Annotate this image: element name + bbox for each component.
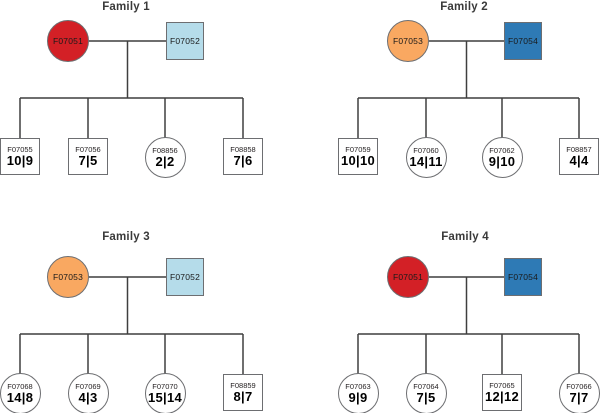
family-title: Family 4 — [441, 231, 489, 243]
individual-id-label: F08857 — [566, 144, 592, 154]
mother-node: F07053 — [47, 256, 89, 298]
marker-values-label: 10|10 — [340, 152, 376, 168]
individual-id-label: F07056 — [75, 144, 101, 154]
individual-id-label: F07052 — [169, 271, 201, 282]
marker-values-label: 2|2 — [155, 153, 175, 169]
family-title: Family 1 — [102, 1, 150, 13]
mother-node: F07051 — [387, 256, 429, 298]
individual-id-label: F07055 — [7, 144, 33, 154]
marker-values-label: 7|5 — [416, 389, 436, 405]
father-node: F07054 — [504, 258, 542, 296]
individual-id-label: F07066 — [566, 381, 592, 391]
marker-values-label: 4|3 — [78, 389, 98, 405]
individual-id-label: F07064 — [413, 381, 439, 391]
individual-id-label: F07054 — [507, 271, 539, 282]
marker-values-label: 9|10 — [488, 153, 516, 169]
father-node: F07054 — [504, 22, 542, 60]
individual-id-label: F07070 — [152, 381, 178, 391]
marker-values-label: 15|14 — [147, 389, 183, 405]
individual-id-label: F08856 — [152, 145, 178, 155]
marker-values-label: 7|7 — [569, 389, 589, 405]
individual-id-label: F07069 — [75, 381, 101, 391]
marker-values-label: 12|12 — [484, 388, 520, 404]
father-node: F07052 — [166, 258, 204, 296]
father-node: F07052 — [166, 22, 204, 60]
marker-values-label: 8|7 — [233, 388, 253, 404]
marker-values-label: 14|8 — [6, 389, 34, 405]
individual-id-label: F07053 — [52, 271, 84, 282]
individual-id-label: F07060 — [413, 145, 439, 155]
marker-values-label: 4|4 — [569, 152, 589, 168]
family-title: Family 2 — [440, 1, 488, 13]
marker-values-label: 7|5 — [78, 152, 98, 168]
family-title: Family 3 — [102, 231, 150, 243]
individual-id-label: F07059 — [345, 144, 371, 154]
individual-id-label: F07068 — [7, 381, 33, 391]
individual-id-label: F07051 — [392, 271, 424, 282]
individual-id-label: F07063 — [345, 381, 371, 391]
individual-id-label: F07053 — [392, 35, 424, 46]
individual-id-label: F08859 — [230, 380, 256, 390]
individual-id-label: F07052 — [169, 35, 201, 46]
marker-values-label: 9|9 — [348, 389, 368, 405]
mother-node: F07051 — [47, 20, 89, 62]
marker-values-label: 14|11 — [409, 153, 443, 169]
individual-id-label: F07051 — [52, 35, 84, 46]
individual-id-label: F08858 — [230, 144, 256, 154]
marker-values-label: 7|6 — [233, 152, 253, 168]
individual-id-label: F07062 — [489, 145, 515, 155]
marker-values-label: 10|9 — [6, 152, 34, 168]
mother-node: F07053 — [387, 20, 429, 62]
individual-id-label: F07054 — [507, 35, 539, 46]
individual-id-label: F07065 — [489, 380, 515, 390]
